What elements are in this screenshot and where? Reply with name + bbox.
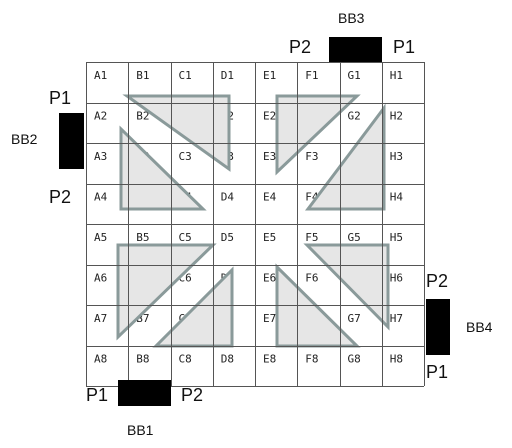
- bb4-block: [426, 299, 450, 355]
- grid-cell-f1: F1: [305, 69, 318, 82]
- grid-cell-e3: E3: [263, 150, 276, 163]
- grid-cell-a4: A4: [94, 191, 108, 204]
- grid-cell-b8: B8: [136, 353, 149, 366]
- bb1-label: BB1: [127, 422, 154, 438]
- grid-cell-b1: B1: [136, 69, 149, 82]
- grid-cell-h6: H6: [390, 272, 403, 285]
- grid-cell-f6: F6: [305, 272, 318, 285]
- grid-cell-h4: H4: [390, 191, 404, 204]
- bb4-p1-label: P1: [426, 362, 448, 382]
- bb3-block: [329, 37, 382, 62]
- grid-cell-a8: A8: [94, 353, 107, 366]
- grid-cell-d4: D4: [221, 191, 235, 204]
- bb3-label: BB3: [338, 10, 365, 26]
- bb3-p1-label: P1: [393, 37, 415, 57]
- triangle-shapes: [116, 94, 390, 348]
- bb3-p2-label: P2: [289, 37, 311, 57]
- grid-cell-c1: C1: [179, 69, 192, 82]
- grid-cell-e1: E1: [263, 69, 276, 82]
- bb1-block: [118, 380, 171, 406]
- grid-cell-b5: B5: [136, 231, 149, 244]
- triangle-b1-d3: [122, 94, 231, 172]
- bb2-label: BB2: [11, 131, 38, 147]
- grid-cell-g7: G7: [348, 312, 361, 325]
- grid-cell-c5: C5: [179, 231, 192, 244]
- grid-cell-f5: F5: [305, 231, 318, 244]
- triangle-g2-h4: [304, 103, 386, 211]
- bb4-p2-label: P2: [426, 271, 448, 291]
- grid-cell-h3: H3: [390, 150, 403, 163]
- grid-cell-f8: F8: [305, 353, 318, 366]
- grid-cell-a3: A3: [94, 150, 107, 163]
- grid-cell-labels: A1B1C1D1E1F1G1H1A2B2C2D2E2F2G2H2A3B3C3D3…: [94, 69, 403, 366]
- grid-cell-a6: A6: [94, 272, 107, 285]
- grid-cell-a2: A2: [94, 110, 107, 123]
- bb2-p2-label: P2: [49, 187, 71, 207]
- grid-cell-d1: D1: [221, 69, 234, 82]
- grid-cell-h2: H2: [390, 110, 403, 123]
- grid-cell-g5: G5: [348, 231, 361, 244]
- triangle-b2-d4: [119, 125, 207, 211]
- grid-cell-f3: F3: [305, 150, 318, 163]
- grid-cell-a5: A5: [94, 231, 107, 244]
- bb1-p2-label: P2: [181, 385, 203, 405]
- grid-cell-a7: A7: [94, 312, 107, 325]
- triangle-b5-c7: [116, 243, 217, 341]
- grid-cell-b2: B2: [136, 110, 149, 123]
- grid-cell-c3: C3: [179, 150, 192, 163]
- grid-cell-d5: D5: [221, 231, 234, 244]
- grid-cell-g8: G8: [348, 353, 361, 366]
- grid-cell-e7: E7: [263, 312, 276, 325]
- grid-cell-e5: E5: [263, 231, 276, 244]
- grid-cell-h7: H7: [390, 312, 403, 325]
- grid-cell-a1: A1: [94, 69, 107, 82]
- grid-cell-h1: H1: [390, 69, 403, 82]
- grid-cell-g2: G2: [348, 110, 361, 123]
- bb1-p1-label: P1: [86, 385, 108, 405]
- grid-cell-d8: D8: [221, 353, 234, 366]
- bb2-block: [59, 113, 84, 169]
- grid-cell-h5: H5: [390, 231, 403, 244]
- grid-cell-h8: H8: [390, 353, 403, 366]
- bb2-p1-label: P1: [49, 88, 71, 108]
- grid-cell-e4: E4: [263, 191, 277, 204]
- grid-cell-e2: E2: [263, 110, 276, 123]
- grid-cell-c8: C8: [179, 353, 192, 366]
- bb4-label: BB4: [466, 319, 493, 335]
- grid-lines: [86, 62, 425, 387]
- grid-cell-e8: E8: [263, 353, 276, 366]
- grid-cell-e6: E6: [263, 272, 276, 285]
- grid-cell-g1: G1: [348, 69, 361, 82]
